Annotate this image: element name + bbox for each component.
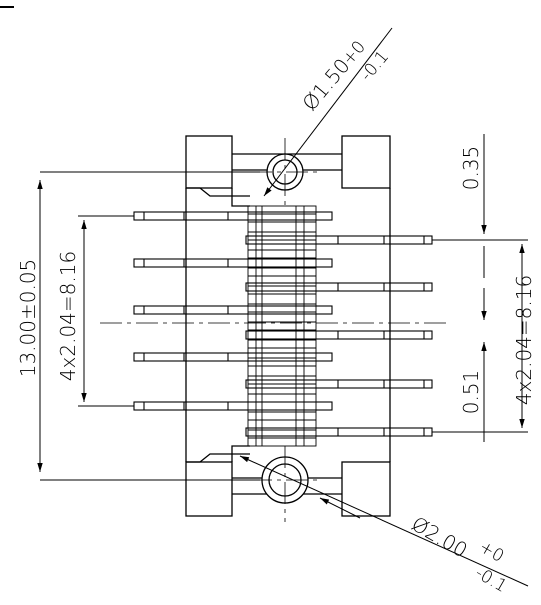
bottom-hole-tol-upper-text: +0 (476, 537, 508, 567)
left-pin-5 (133, 401, 333, 411)
bottom-hole-tol-lower-text: -0.1 (472, 563, 511, 597)
bottom-hole-dia-text: Ø2.00 (408, 512, 472, 563)
left-pitch-text: 4x2.04=8.16 (56, 251, 80, 381)
right-pin-2 (245, 282, 433, 292)
right-pitch-text: 4x2.04=8.16 (512, 275, 536, 405)
right-pins (245, 235, 433, 437)
left-pins (133, 211, 333, 411)
dimension-lines (37, 27, 529, 587)
contact-stack (247, 205, 317, 447)
overall-height-text: 13.00±0.05 (16, 259, 40, 378)
lower-offset-text: 0.51 (459, 370, 483, 415)
right-pin-4 (245, 379, 433, 389)
right-pin-5 (245, 427, 433, 437)
left-pin-4 (133, 352, 333, 362)
left-pin-1 (133, 211, 333, 221)
corner-mark (0, 0, 14, 8)
center-lines (100, 138, 450, 522)
left-pin-3 (133, 305, 333, 315)
top-offset-text: 0.35 (459, 146, 483, 191)
right-pin-3 (245, 330, 433, 340)
left-pin-2 (133, 258, 333, 268)
